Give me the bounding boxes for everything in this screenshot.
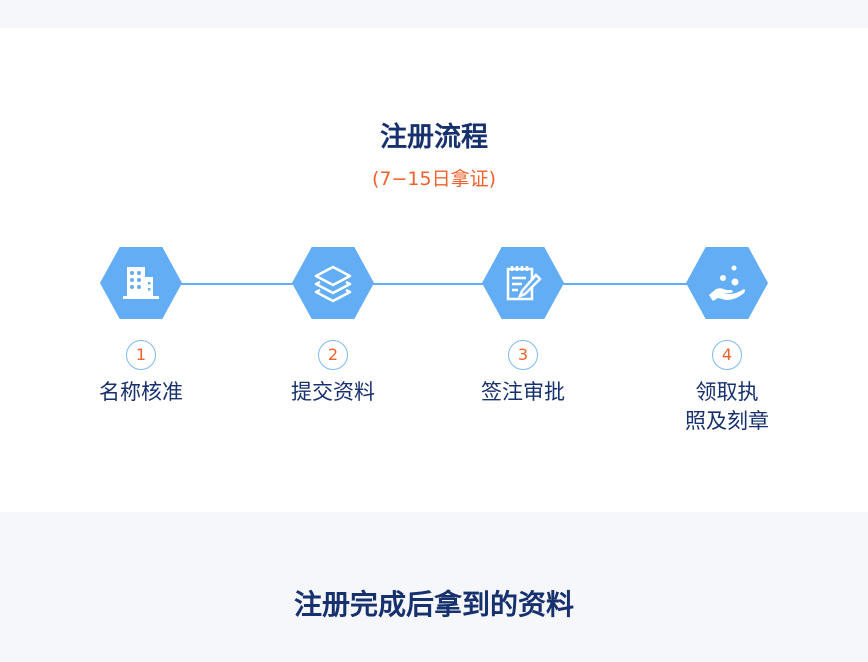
step-label: 提交资料	[291, 380, 375, 404]
hand-receive-icon	[686, 247, 768, 319]
step-label: 签注审批	[481, 380, 565, 404]
step-label-line1: 领取执	[695, 380, 759, 404]
step-approval: 3 签注审批	[443, 247, 603, 407]
step-label: 名称核准	[99, 380, 183, 404]
process-title: 注册流程	[380, 122, 488, 153]
process-connector-line	[141, 283, 727, 285]
step-submit-docs: 2 提交资料	[253, 247, 413, 407]
materials-section	[0, 512, 868, 662]
building-icon	[100, 247, 182, 319]
step-number: 1	[126, 340, 156, 370]
notepad-pen-icon	[482, 247, 564, 319]
step-name-approval: 1 名称核准	[61, 247, 221, 407]
top-band	[0, 0, 868, 28]
step-license-seal: 4 领取执照及刻章	[647, 247, 807, 436]
step-number: 4	[712, 340, 742, 370]
process-subtitle: (7−15日拿证)	[371, 168, 496, 190]
layers-icon	[292, 247, 374, 319]
step-label-line2: 照及刻章	[685, 409, 769, 433]
materials-title: 注册完成后拿到的资料	[293, 588, 574, 621]
step-number: 2	[318, 340, 348, 370]
step-number: 3	[508, 340, 538, 370]
step-label: 领取执照及刻章	[647, 378, 807, 436]
